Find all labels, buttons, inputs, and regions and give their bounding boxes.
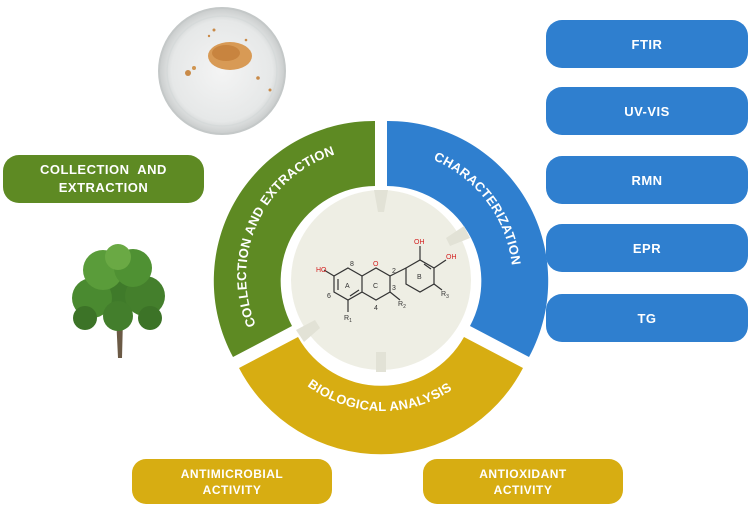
antimicrobial-line1: ANTIMICROBIAL bbox=[181, 466, 284, 482]
svg-text:C: C bbox=[373, 283, 378, 290]
technique-pill-ftir: FTIR bbox=[546, 20, 748, 68]
technique-label: UV-VIS bbox=[624, 104, 670, 119]
antimicrobial-activity-pill: ANTIMICROBIAL ACTIVITY bbox=[132, 459, 332, 504]
technique-pill-uv-vis: UV-VIS bbox=[546, 87, 748, 135]
antioxidant-line2: ACTIVITY bbox=[494, 482, 553, 498]
tree-icon bbox=[72, 244, 165, 358]
antimicrobial-line2: ACTIVITY bbox=[203, 482, 262, 498]
petri-dish-icon bbox=[159, 8, 285, 134]
svg-text:OH: OH bbox=[414, 239, 425, 246]
core-spoke-bottom bbox=[376, 352, 386, 372]
technique-label: FTIR bbox=[632, 37, 663, 52]
svg-text:4: 4 bbox=[374, 305, 378, 312]
svg-text:2: 2 bbox=[392, 268, 396, 275]
technique-pill-tg: TG bbox=[546, 294, 748, 342]
svg-text:6: 6 bbox=[327, 293, 331, 300]
technique-label: RMN bbox=[631, 173, 662, 188]
technique-pill-epr: EPR bbox=[546, 224, 748, 272]
core-circle bbox=[291, 190, 471, 370]
svg-text:O: O bbox=[373, 261, 379, 268]
collection-extraction-pill: COLLECTION AND EXTRACTION bbox=[3, 155, 204, 203]
technique-pill-rmn: RMN bbox=[546, 156, 748, 204]
antioxidant-activity-pill: ANTIOXIDANT ACTIVITY bbox=[423, 459, 623, 504]
svg-text:B: B bbox=[417, 274, 422, 281]
svg-text:OH: OH bbox=[446, 254, 457, 261]
svg-text:3: 3 bbox=[392, 285, 396, 292]
collection-pill-line2: EXTRACTION bbox=[59, 179, 149, 197]
collection-pill-line1: COLLECTION AND bbox=[40, 161, 167, 179]
technique-label: EPR bbox=[633, 241, 661, 256]
technique-label: TG bbox=[637, 311, 656, 326]
svg-text:HO: HO bbox=[316, 267, 327, 274]
svg-text:8: 8 bbox=[350, 261, 354, 268]
antioxidant-line1: ANTIOXIDANT bbox=[479, 466, 567, 482]
svg-text:A: A bbox=[345, 283, 350, 290]
